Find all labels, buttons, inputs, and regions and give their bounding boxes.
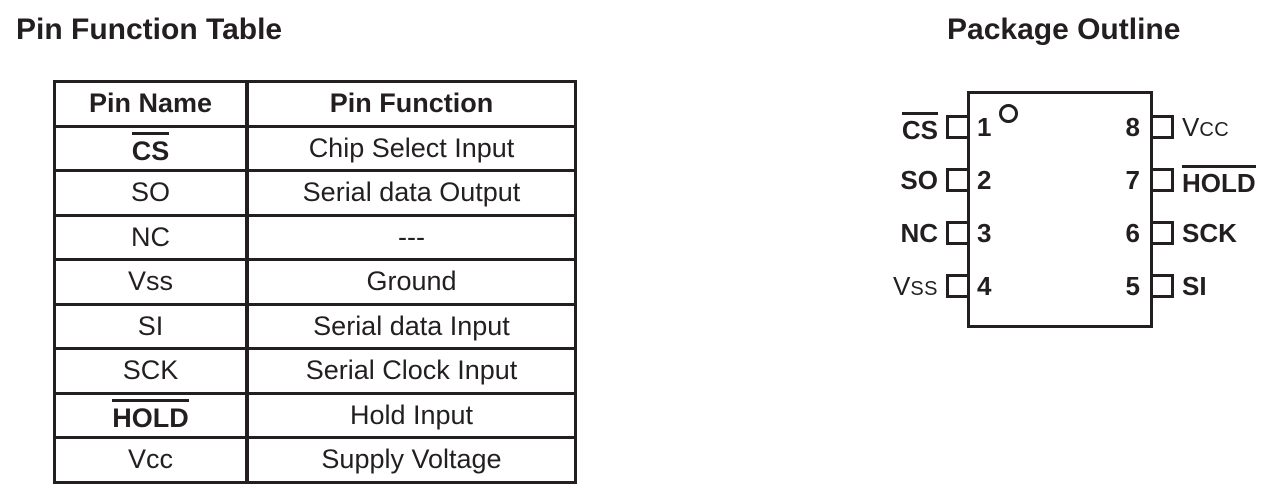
pin-5-pad (1150, 274, 1174, 298)
package-outline-title: Package Outline (947, 13, 1181, 46)
row-si-function: Serial data Input (249, 305, 574, 347)
header-pin-function: Pin Function (249, 83, 574, 125)
pin-3-pad (946, 221, 970, 245)
row-vss-name: Vss (56, 261, 245, 303)
package-diagram: CS 1 SO 2 NC 3 VSS 4 8 VCC 7 HOLD 6 SCK … (860, 80, 1274, 360)
pin-5-label: SI (1182, 271, 1207, 301)
pin-label-overline: HOLD (1182, 165, 1256, 197)
row-cs-function: Chip Select Input (249, 127, 574, 169)
row-si-name: SI (56, 305, 245, 347)
header-pin-name: Pin Name (56, 83, 245, 125)
row-so-name: SO (56, 172, 245, 214)
pin-2-number: 2 (977, 165, 992, 195)
pin-6-label: SCK (1182, 218, 1237, 248)
pin-7-pad (1150, 168, 1174, 192)
pin-2-pad (946, 168, 970, 192)
row-nc-name: NC (56, 216, 245, 258)
row-hold-name: HOLD (56, 394, 245, 436)
pin-7-number: 7 (1125, 165, 1140, 195)
pin-4-pad (946, 274, 970, 298)
pin-function-table-title: Pin Function Table (16, 13, 283, 46)
pin-1-pad (946, 115, 970, 139)
pin-8-label: VCC (1182, 112, 1230, 142)
pin-name-overline: CS (131, 131, 170, 165)
pin-4-label: VSS (892, 271, 938, 301)
pin-8-number: 8 (1125, 112, 1140, 142)
pin-4-number: 4 (977, 271, 992, 301)
row-nc-function: --- (249, 216, 574, 258)
row-vcc-function: Supply Voltage (249, 439, 574, 481)
row-so-function: Serial data Output (249, 172, 574, 214)
pin-2-label: SO (900, 165, 938, 195)
pin-7-label: HOLD (1182, 165, 1274, 198)
package-body (967, 91, 1153, 328)
pin-6-number: 6 (1125, 218, 1140, 248)
pin-function-table: Pin Name Pin Function CS Chip Select Inp… (53, 80, 577, 484)
pin-3-label: NC (900, 218, 938, 248)
pin-6-pad (1150, 221, 1174, 245)
row-sck-name: SCK (56, 350, 245, 392)
row-vcc-name: Vcc (56, 439, 245, 481)
row-vss-function: Ground (249, 261, 574, 303)
pin-3-number: 3 (977, 218, 992, 248)
row-hold-function: Hold Input (249, 394, 574, 436)
row-cs-name: CS (56, 127, 245, 169)
pin-label-overline: CS (901, 112, 938, 144)
pin-1-number: 1 (977, 112, 992, 142)
pin1-indicator-circle (999, 104, 1018, 123)
pin-name-overline: HOLD (112, 398, 189, 432)
pin-1-label: CS (860, 112, 938, 145)
pin-8-pad (1150, 115, 1174, 139)
row-sck-function: Serial Clock Input (249, 350, 574, 392)
pin-5-number: 5 (1125, 271, 1140, 301)
